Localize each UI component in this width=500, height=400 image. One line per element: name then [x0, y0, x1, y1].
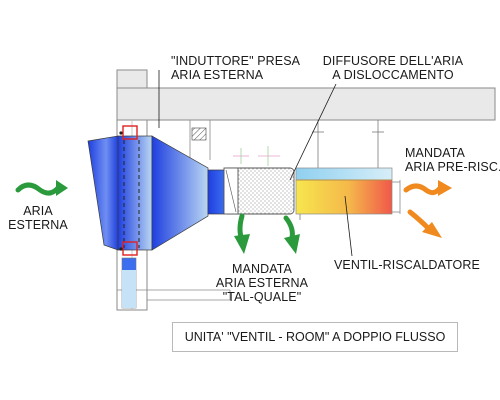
- preheated-supply-arrow-bottom-icon: [407, 209, 442, 238]
- label-fan-heater: VENTIL-RISCALDATORE: [334, 258, 480, 272]
- inductor-body: [117, 135, 225, 251]
- diffuser-unit: [223, 167, 295, 215]
- outside-air-arrow-icon: [15, 180, 68, 196]
- label-outside-air: ARIA ESTERNA: [8, 204, 68, 232]
- raw-supply-arrow-right-icon: [283, 215, 300, 254]
- ceiling-anchor: [191, 127, 207, 141]
- label-inductor: "INDUTTORE" PRESA ARIA ESTERNA: [171, 54, 301, 82]
- preheated-supply-arrow-top-icon: [403, 180, 452, 196]
- label-diffuser: DIFFUSORE DELL'ARIA A DISLOCCAMENTO: [322, 54, 464, 82]
- intake-cone: [87, 135, 119, 251]
- fan-heater: [295, 167, 401, 215]
- caption-box: UNITA' "VENTIL - ROOM" A DOPPIO FLUSSO: [172, 322, 458, 352]
- crosshair-markers: [233, 146, 280, 166]
- raw-supply-arrow-left-icon: [234, 213, 250, 254]
- red-marker-top: [122, 125, 138, 140]
- caption-text: UNITA' "VENTIL - ROOM" A DOPPIO FLUSSO: [184, 330, 446, 344]
- ceiling-slab: [116, 69, 496, 121]
- red-marker-bottom: [122, 241, 138, 256]
- leader-lines: [158, 70, 353, 257]
- label-supply-preheated: MANDATA ARIA PRE-RISC.: [405, 146, 500, 174]
- label-supply-raw: MANDATA ARIA ESTERNA "TAL-QUALE": [215, 262, 309, 304]
